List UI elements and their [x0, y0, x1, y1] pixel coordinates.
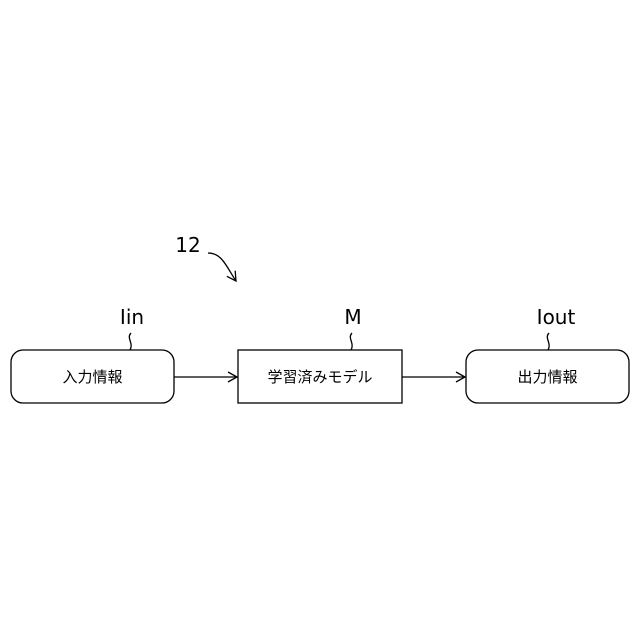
figure-reference-number: 12 [175, 233, 200, 257]
output-node-label: 出力情報 [517, 368, 577, 386]
output-node-ref: Iout [537, 305, 576, 329]
model-node-leader [350, 333, 352, 350]
input-node-leader [129, 333, 131, 350]
input-node-ref: Iin [120, 305, 144, 329]
figure-reference-arrow [208, 253, 236, 281]
model-node-label: 学習済みモデル [267, 368, 372, 386]
input-node-label: 入力情報 [62, 368, 122, 386]
model-node-ref: M [344, 305, 361, 329]
output-node-leader [547, 333, 549, 350]
